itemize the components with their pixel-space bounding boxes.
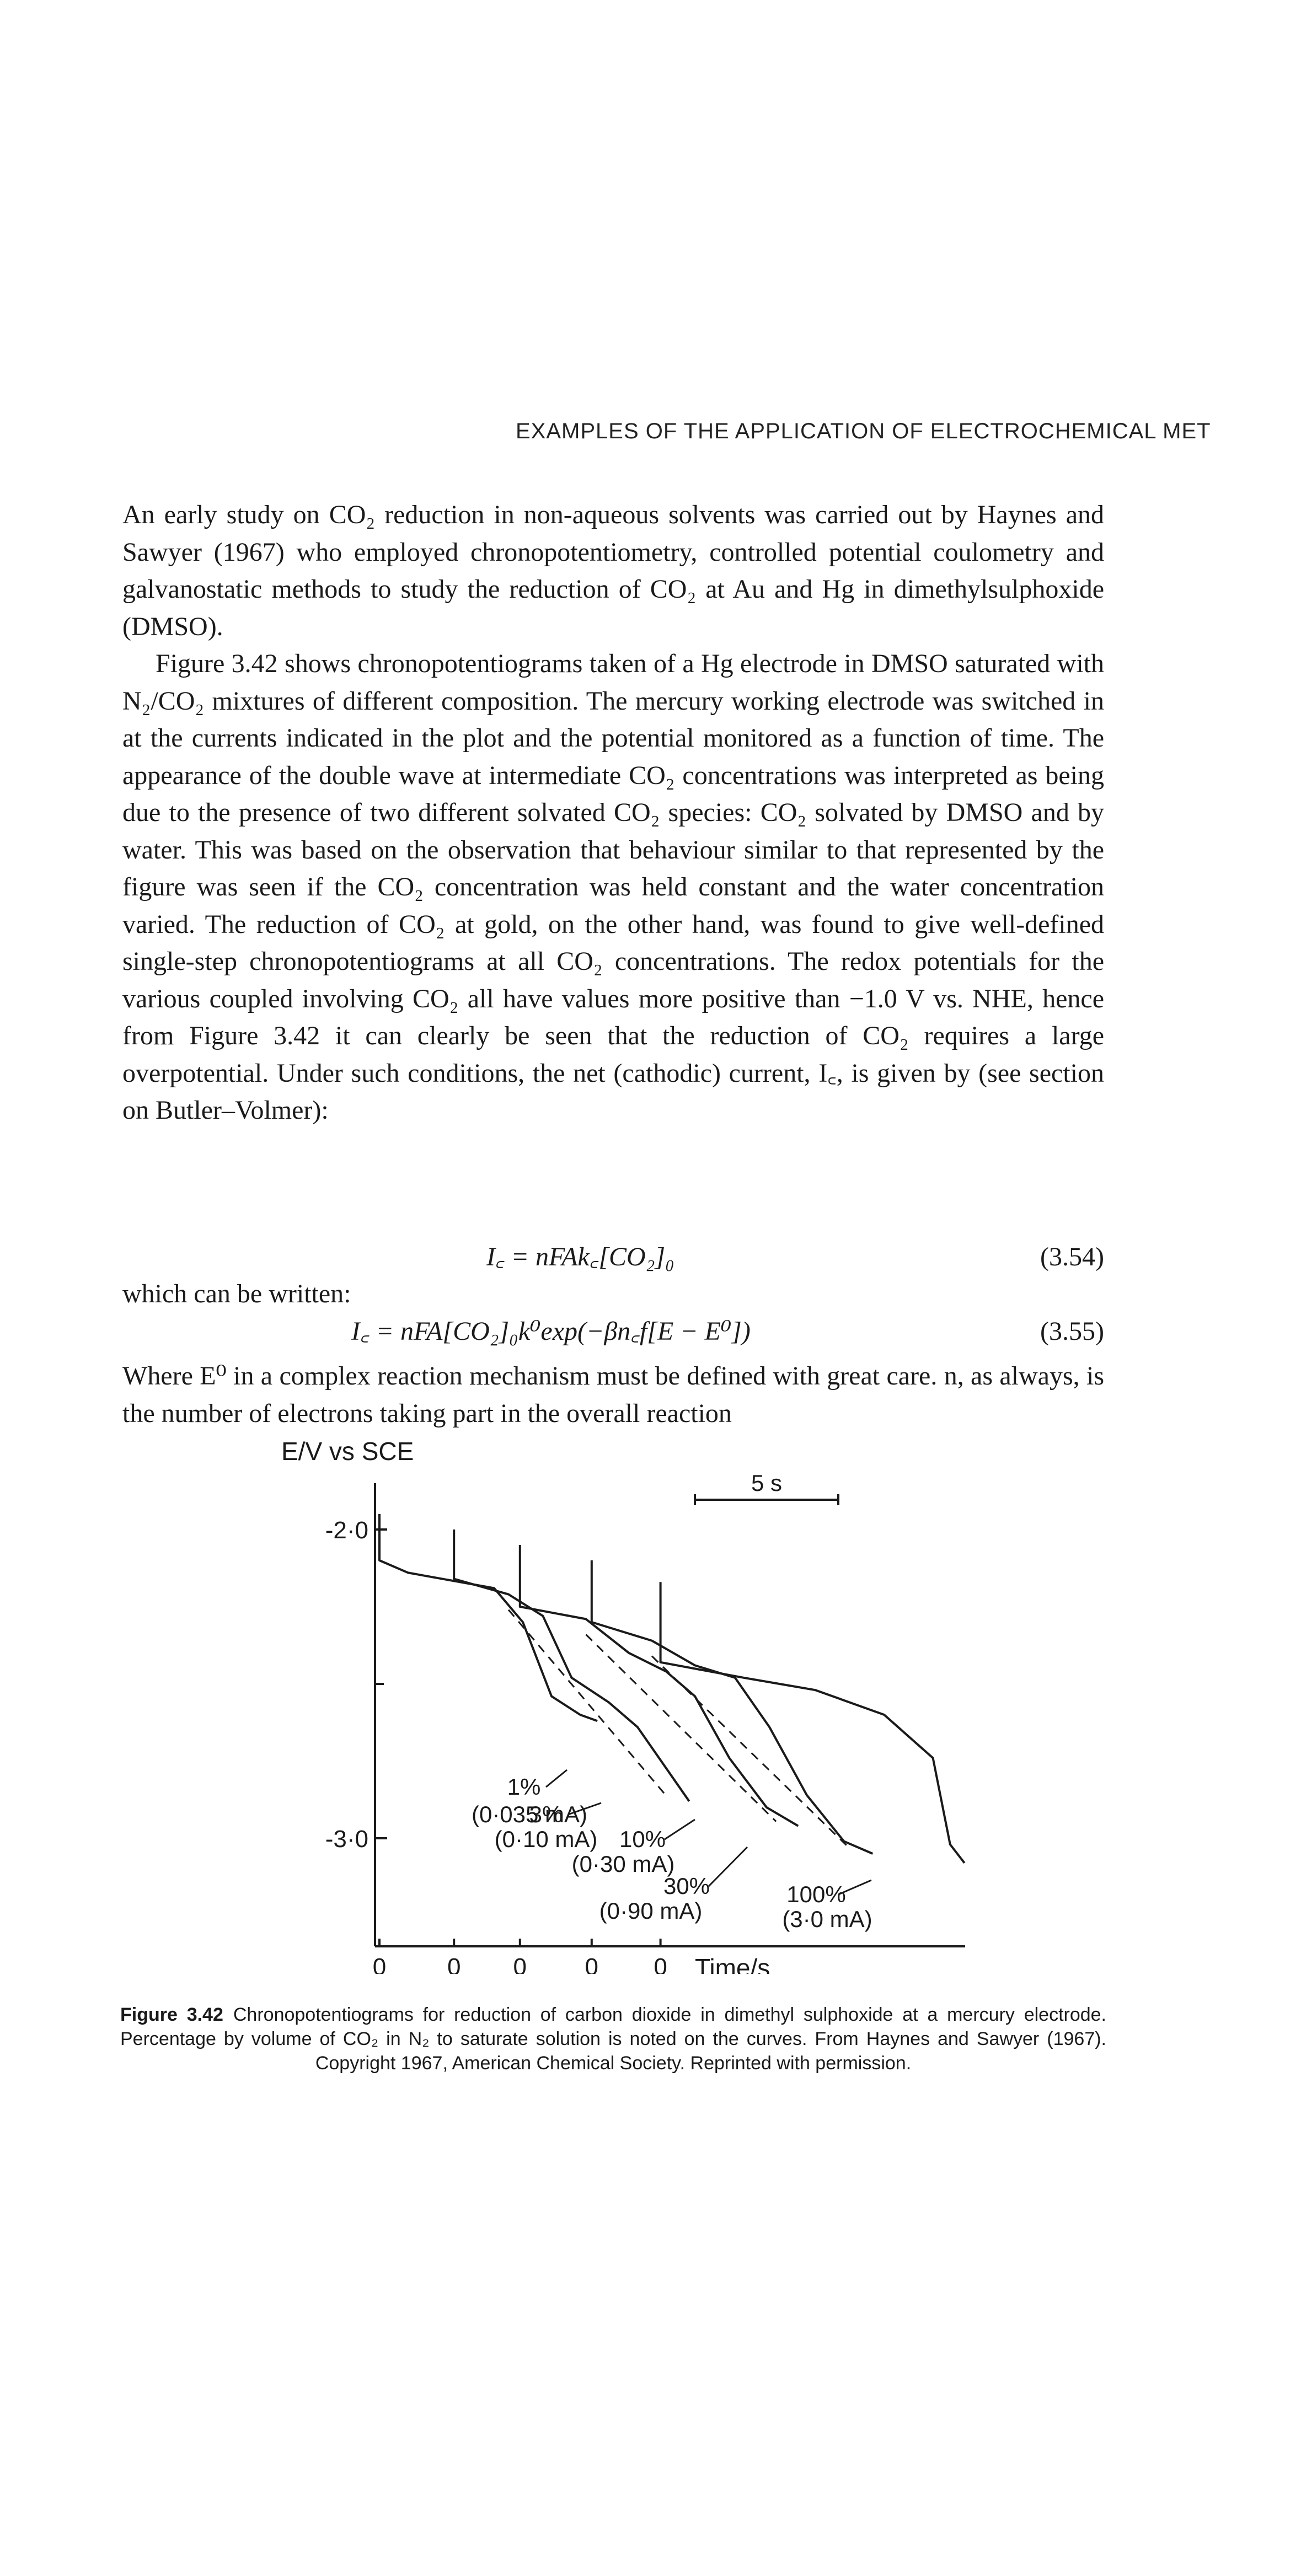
curve-label-percent-5: 100% xyxy=(786,1881,845,1907)
x-axis-label: Time/s xyxy=(695,1954,770,1974)
body-text-bottom: Where E⁰ in a complex reaction mechanism… xyxy=(122,1357,1104,1432)
curve-leader-5 xyxy=(838,1879,872,1896)
equation-3-54-row: I꜀ = nFAk꜀[CO₂]₀ (3.54) xyxy=(122,1238,1104,1276)
equation-3-54: I꜀ = nFAk꜀[CO₂]₀ xyxy=(486,1242,674,1271)
curve-5 xyxy=(659,1582,966,1864)
equation-3-54-number: (3.54) xyxy=(1040,1242,1104,1271)
curve-label-current-4: (0·90 mA) xyxy=(599,1898,703,1924)
y-tick-label-0: -2·0 xyxy=(325,1517,368,1544)
y-tick-label-1: -3·0 xyxy=(325,1826,368,1853)
paragraph-1: An early study on CO₂ reduction in non-a… xyxy=(122,500,1104,641)
y-axis-label: E/V vs SCE xyxy=(281,1437,414,1466)
curve-3-guide xyxy=(585,1634,777,1822)
curve-label-current-3: (0·30 mA) xyxy=(572,1851,675,1877)
curve-label-percent-1: 1% xyxy=(507,1774,541,1800)
x-tick-label-4: 0 xyxy=(654,1954,667,1974)
curve-4 xyxy=(590,1560,874,1855)
curve-leader-3 xyxy=(664,1818,695,1840)
curve-1 xyxy=(378,1514,598,1722)
equation-3-55-number: (3.55) xyxy=(1040,1317,1104,1346)
figure-label: Figure 3.42 xyxy=(120,2004,223,2025)
curve-label-percent-3: 10% xyxy=(619,1826,666,1852)
x-tick-label-2: 0 xyxy=(513,1954,527,1974)
x-tick-label-3: 0 xyxy=(585,1954,598,1974)
curve-leader-1 xyxy=(545,1769,567,1788)
curve-leader-2 xyxy=(567,1802,602,1816)
running-head: EXAMPLES OF THE APPLICATION OF ELECTROCH… xyxy=(516,419,1211,443)
x-tick-label-0: 0 xyxy=(373,1954,386,1974)
scale-bar-label: 5 s xyxy=(751,1470,782,1496)
paragraph-2: Figure 3.42 shows chronopotentiograms ta… xyxy=(122,649,1104,1125)
x-tick-label-1: 0 xyxy=(447,1954,461,1974)
curve-label-percent-4: 30% xyxy=(663,1873,710,1899)
caption-text: Chronopotentiograms for reduction of car… xyxy=(120,2004,1107,2074)
curve-label-percent-2: 3% xyxy=(529,1801,563,1827)
curve-leader-4 xyxy=(708,1846,748,1887)
which-can-be-written: which can be written: xyxy=(122,1279,351,1308)
paragraph-3: Where E⁰ in a complex reaction mechanism… xyxy=(122,1361,1104,1428)
body-text-top: An early study on CO₂ reduction in non-a… xyxy=(122,496,1104,1129)
curve-3 xyxy=(518,1545,799,1827)
curve-label-current-2: (0·10 mA) xyxy=(495,1826,598,1852)
curve-2-guide xyxy=(507,1609,668,1797)
curve-2 xyxy=(453,1530,690,1802)
equation-3-55-row: I꜀ = nFA[CO₂]₀k⁰exp(−βn꜀f[E − E⁰]) (3.55… xyxy=(122,1312,1104,1351)
curve-label-current-5: (3·0 mA) xyxy=(782,1906,872,1932)
equation-3-55: I꜀ = nFA[CO₂]₀k⁰exp(−βn꜀f[E − E⁰]) xyxy=(351,1317,751,1346)
